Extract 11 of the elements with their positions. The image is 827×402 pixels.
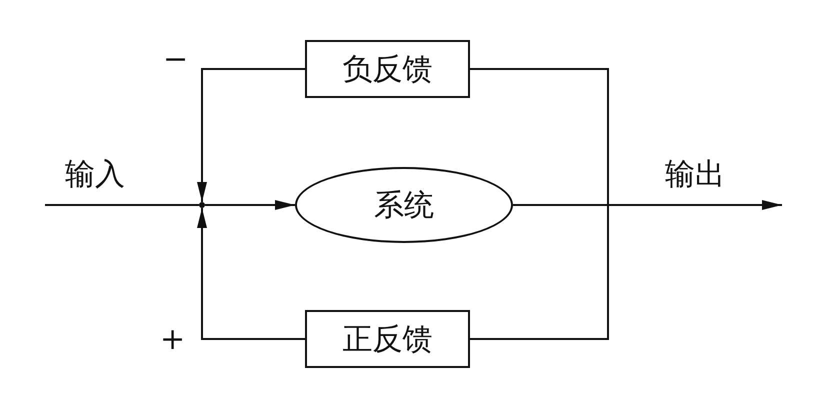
process-ellipse: 系统 <box>295 167 513 243</box>
sign-label: + <box>160 325 186 355</box>
process-box: 负反馈 <box>305 40 470 98</box>
arrow <box>197 208 305 340</box>
process-box: 正反馈 <box>305 310 470 368</box>
arrow <box>197 68 305 202</box>
edge-label: 输出 <box>665 160 725 190</box>
sign-label: − <box>163 45 188 75</box>
edge-label: 输入 <box>65 160 125 190</box>
arrow <box>205 200 295 210</box>
summing-point <box>199 202 205 208</box>
